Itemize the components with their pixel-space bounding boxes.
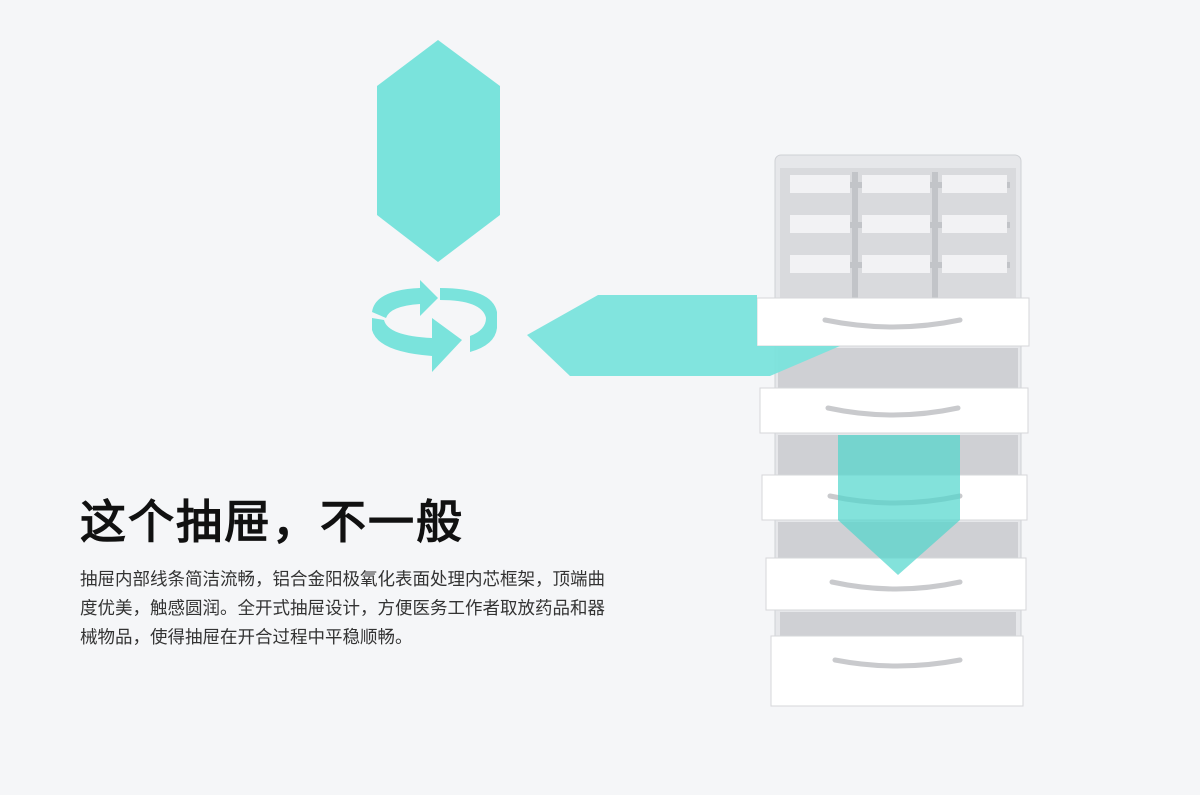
drawer-cabinet	[756, 154, 1030, 707]
rotate-icon	[372, 280, 497, 372]
drawer-front-5	[770, 635, 1024, 707]
hexagon-shape	[377, 40, 500, 262]
description: 抽屉内部线条简洁流畅，铝合金阳极氧化表面处理内芯框架，顶端曲度优美，触感圆润。全…	[80, 570, 605, 648]
headline: 这个抽屉，不一般	[80, 495, 464, 549]
down-arrow-shape	[838, 435, 960, 575]
left-arrow-shape	[527, 295, 840, 376]
drawer-front-2	[759, 387, 1029, 434]
drawer-front-1	[756, 297, 1030, 347]
